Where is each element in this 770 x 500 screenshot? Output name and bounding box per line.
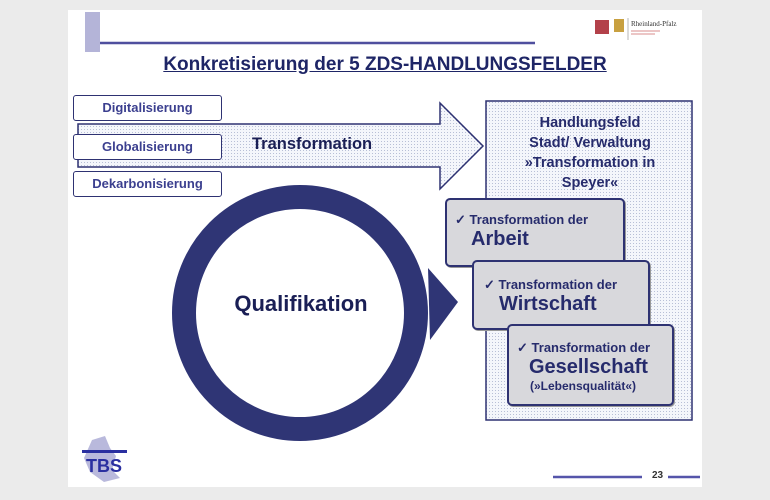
field-arbeit: ✓ Transformation der Arbeit (445, 198, 625, 267)
tbs-logo: TBS (82, 436, 127, 482)
check-icon: ✓ (517, 340, 528, 355)
arrow-label: Transformation (252, 135, 373, 153)
field-sub: Transformation der (469, 212, 588, 227)
field-gesellschaft: ✓ Transformation der Gesellschaft (»Lebe… (507, 324, 674, 406)
field-sub: Transformation der (531, 340, 650, 355)
panel-title-line: Handlungsfeld (539, 115, 641, 131)
panel-title-line: Speyer« (561, 175, 619, 191)
svg-text:TBS: TBS (86, 456, 122, 476)
page-number: 23 (652, 470, 664, 481)
field-main: Arbeit (471, 228, 529, 250)
field-wirtschaft: ✓ Transformation der Wirtschaft (472, 260, 650, 330)
rlp-logo: Rheinland-Pfalz (595, 18, 677, 40)
field-note: (»Lebensqualität«) (530, 379, 637, 393)
panel-title: Handlungsfeld Stadt/ Verwaltung »Transfo… (487, 113, 693, 193)
check-icon: ✓ (484, 277, 495, 292)
circle-label: Qualifikation (234, 291, 368, 316)
driver-dekarbonisierung: Dekarbonisierung (73, 171, 222, 197)
panel-title-line: Stadt/ Verwaltung (529, 135, 651, 151)
circle-arrowhead (428, 268, 458, 340)
panel-title-line: »Transformation in (524, 155, 656, 171)
check-icon: ✓ (455, 212, 466, 227)
field-sub: Transformation der (498, 277, 617, 292)
field-main: Gesellschaft (529, 356, 648, 378)
corner-accent-bar (85, 12, 100, 52)
qualifikation-circle (172, 185, 428, 441)
svg-text:Rheinland-Pfalz: Rheinland-Pfalz (631, 20, 677, 28)
driver-digitalisierung: Digitalisierung (73, 95, 222, 121)
field-main: Wirtschaft (499, 293, 597, 315)
slide-title: Konkretisierung der 5 ZDS-HANDLUNGSFELDE… (163, 54, 607, 75)
transformation-arrow (77, 101, 485, 191)
driver-globalisierung: Globalisierung (73, 134, 222, 160)
